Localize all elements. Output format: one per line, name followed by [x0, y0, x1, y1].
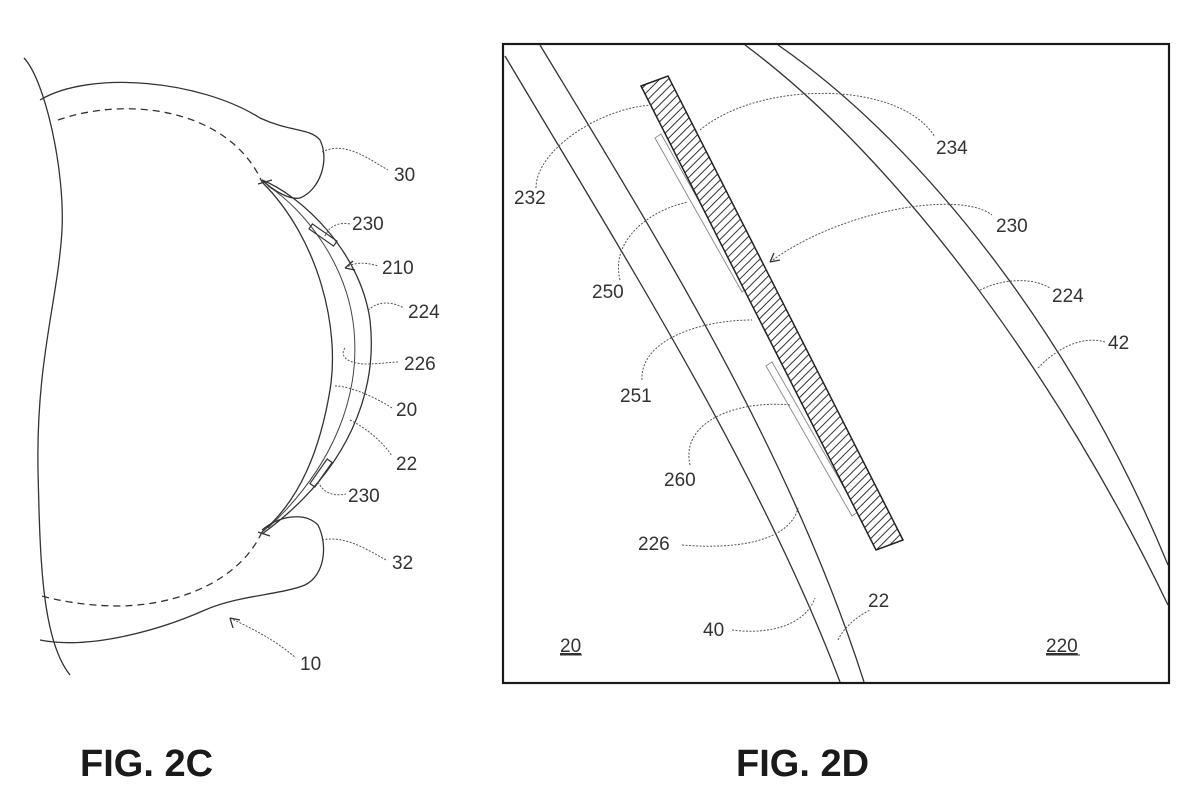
label-210: 210	[382, 258, 414, 279]
leader-224-2d	[979, 280, 1051, 291]
label-22: 22	[396, 454, 417, 475]
leader-226	[342, 347, 399, 365]
cornea	[261, 181, 334, 533]
leader-230b	[317, 481, 347, 496]
leader-251	[641, 319, 753, 381]
lower-lid	[39, 516, 325, 644]
leader-20	[334, 385, 393, 409]
label-32: 32	[392, 553, 413, 574]
label-230-upper: 230	[352, 214, 384, 235]
component-230	[639, 75, 905, 551]
label-250: 250	[592, 282, 624, 303]
curve-42	[777, 45, 1168, 566]
label-226: 226	[404, 354, 436, 375]
label-30: 30	[394, 165, 415, 186]
label-260: 260	[664, 470, 696, 491]
curve-224	[744, 45, 1168, 606]
label-230-2d: 230	[996, 216, 1028, 237]
leader-32	[321, 538, 387, 561]
leader-40	[731, 597, 816, 632]
eyeball-dashed-outline	[37, 108, 263, 607]
label-20-2d: 20	[560, 636, 581, 657]
label-20: 20	[396, 400, 417, 421]
figure-2c: 30 230 210 224 226 20 22 230 32 10 FIG. …	[23, 57, 440, 785]
fig-2d-frame	[501, 42, 1171, 685]
label-226-2d: 226	[638, 534, 670, 555]
upper-lid	[39, 81, 325, 199]
figure-2d: 232 234 230 250 224 42 251 260 226 40 22…	[501, 42, 1171, 785]
arrow-10	[229, 617, 241, 629]
leader-260	[688, 403, 791, 466]
leader-230	[769, 203, 993, 263]
leader-22	[349, 419, 393, 457]
label-234: 234	[936, 138, 968, 159]
leader-10	[229, 617, 297, 659]
component-230-lower	[309, 458, 333, 488]
label-220: 220	[1046, 636, 1078, 657]
label-230-lower: 230	[348, 486, 380, 507]
eye-outline	[23, 57, 71, 676]
component-230-upper	[308, 223, 338, 247]
leader-250	[618, 201, 689, 281]
arrow-210	[344, 260, 356, 271]
caption-fig-2c: FIG. 2C	[80, 743, 213, 785]
leader-232	[535, 104, 653, 189]
leader-224	[367, 302, 405, 311]
lens-edge-top	[257, 179, 273, 537]
leader-234	[699, 92, 936, 138]
label-232: 232	[514, 188, 546, 209]
label-22-2d: 22	[868, 591, 889, 612]
arrow-230	[769, 252, 781, 263]
label-10: 10	[300, 654, 321, 675]
leader-230a	[324, 222, 351, 237]
leader-30	[321, 147, 389, 171]
label-40: 40	[703, 620, 724, 641]
lens-inner-surface	[267, 185, 356, 529]
label-251: 251	[620, 386, 652, 407]
label-224: 224	[408, 302, 440, 323]
leader-226-2d	[681, 507, 799, 547]
caption-fig-2d: FIG. 2D	[736, 743, 869, 785]
curve-40	[504, 55, 841, 682]
label-42: 42	[1108, 333, 1129, 354]
leader-22-2d	[837, 609, 871, 641]
label-224-2d: 224	[1052, 286, 1084, 307]
leader-42	[1037, 339, 1106, 369]
curve-22	[539, 45, 865, 682]
